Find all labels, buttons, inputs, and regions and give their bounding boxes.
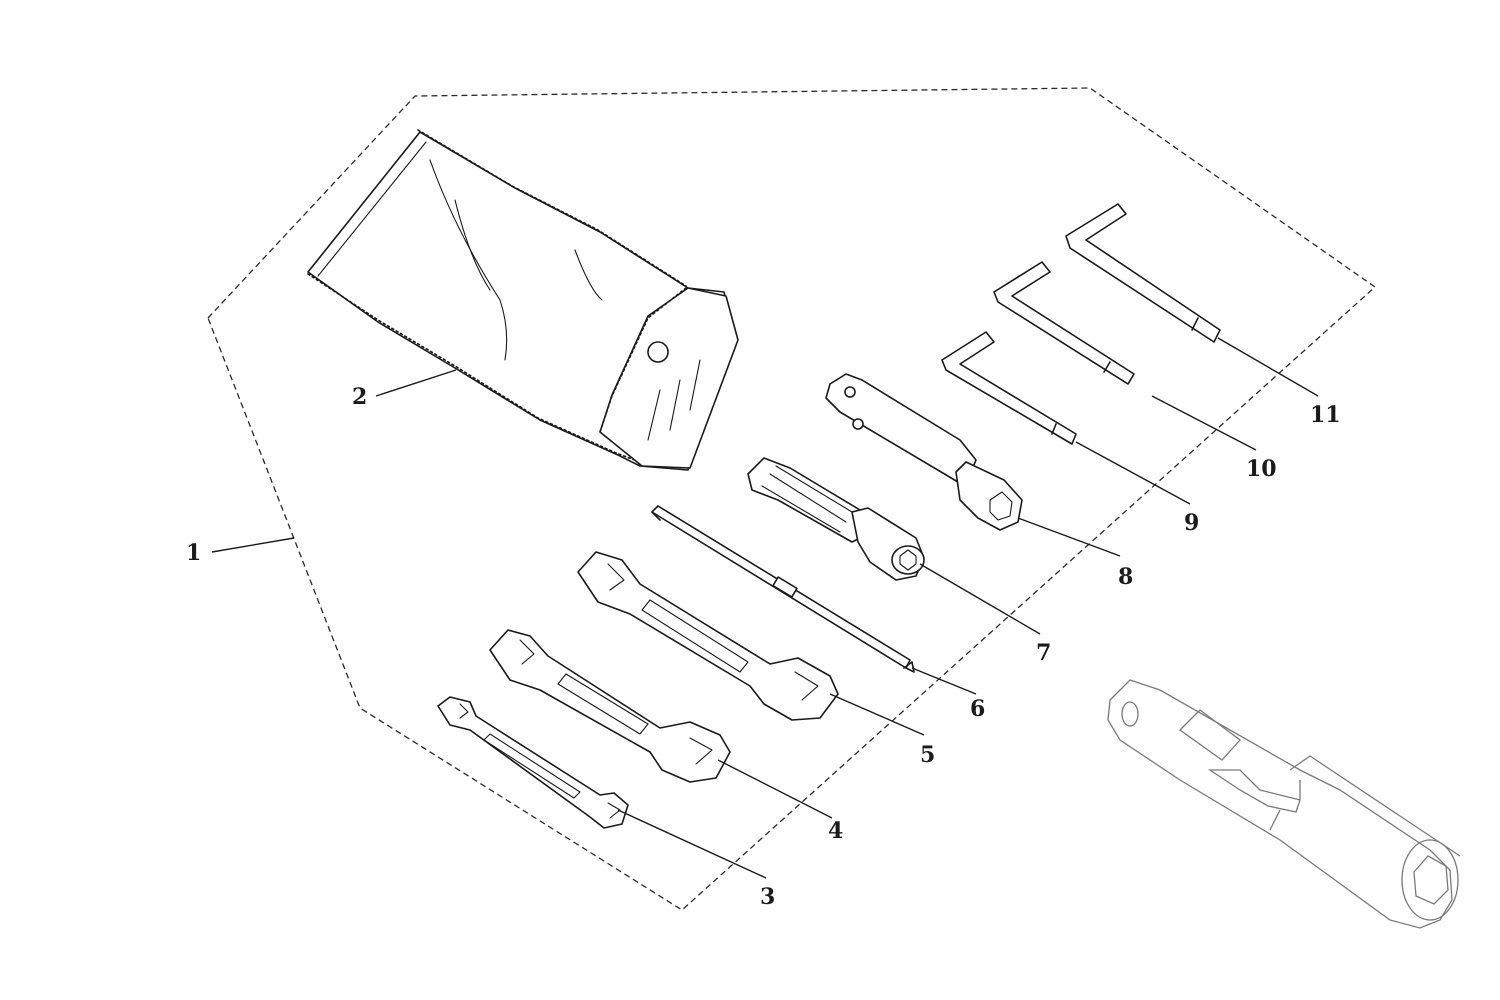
leader-7 — [919, 563, 1041, 635]
tool-bag-drawing — [307, 129, 739, 471]
leader-2 — [375, 369, 457, 397]
callout-1: 1 — [186, 540, 201, 566]
wrench-small-drawing — [437, 696, 629, 829]
screwdriver-bit-drawing — [651, 505, 915, 673]
hex-key-medium-drawing — [993, 261, 1135, 385]
kit-boundary-dashed — [207, 87, 1377, 911]
leader-10 — [1151, 395, 1257, 451]
callout-6: 6 — [970, 696, 985, 722]
leader-1 — [211, 537, 295, 553]
wrench-medium-drawing — [489, 629, 731, 783]
callout-2: 2 — [352, 384, 367, 410]
callout-7: 7 — [1036, 640, 1051, 666]
leader-6 — [911, 667, 977, 695]
leader-5 — [829, 693, 925, 736]
hex-key-small-drawing — [941, 331, 1077, 445]
spark-plug-spanner-ghost-drawing — [1107, 679, 1461, 929]
callout-3: 3 — [760, 884, 775, 910]
callout-9: 9 — [1184, 510, 1199, 536]
leader-3 — [617, 809, 767, 879]
hex-key-large-drawing — [1065, 203, 1221, 343]
box-spanner-drawing — [825, 373, 1023, 531]
leader-4 — [717, 759, 833, 819]
socket-handle-drawing — [747, 457, 925, 581]
leader-8 — [1017, 517, 1121, 557]
leader-11 — [1217, 337, 1319, 397]
callout-10: 10 — [1246, 456, 1277, 482]
callout-5: 5 — [920, 742, 935, 768]
wrench-large-drawing — [577, 551, 839, 721]
callout-11: 11 — [1310, 402, 1341, 428]
callout-4: 4 — [828, 818, 843, 844]
leader-9 — [1075, 441, 1191, 505]
callout-8: 8 — [1118, 564, 1133, 590]
